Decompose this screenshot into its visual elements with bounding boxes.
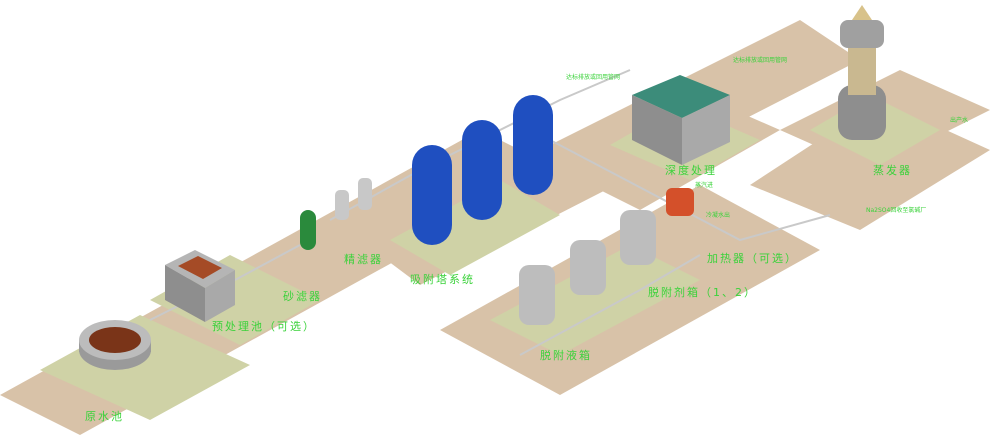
label-desorbent-tanks: 脱附剂箱（1、2） bbox=[648, 286, 757, 299]
label-top-note-2: 达标排放或回用管网 bbox=[733, 57, 788, 64]
concentrate-box bbox=[632, 75, 730, 165]
fine-filters bbox=[335, 178, 372, 220]
label-top-note-1: 达标排放或回用管网 bbox=[566, 74, 621, 81]
label-cond-water: 冷凝水出 bbox=[706, 212, 731, 219]
label-pretreat-pool: 预处理池（可选） bbox=[212, 320, 316, 333]
pretreat-pool bbox=[165, 250, 235, 322]
pipes bbox=[149, 69, 831, 356]
heater bbox=[666, 188, 694, 216]
label-concentrate-treat: 深度处理 bbox=[665, 164, 717, 177]
evaporator bbox=[838, 5, 886, 140]
tanks bbox=[519, 210, 656, 325]
label-raw-pool: 原水池 bbox=[85, 410, 124, 423]
label-adsorber-system: 吸附塔系统 bbox=[410, 273, 475, 286]
label-steam-in: 蒸汽进 bbox=[695, 182, 714, 189]
label-heater: 加热器（可选） bbox=[707, 252, 798, 265]
raw-pool bbox=[79, 320, 151, 370]
sand-filter bbox=[300, 210, 316, 250]
label-evaporator: 蒸发器 bbox=[873, 164, 912, 177]
label-desorbed-liquid-tank: 脱附液箱 bbox=[540, 349, 592, 362]
label-bottom-right-note: Na2SO4回收至氯碱厂 bbox=[866, 207, 927, 214]
label-fine-filter: 精滤器 bbox=[344, 253, 383, 266]
label-product-out: 出产水 bbox=[950, 117, 969, 124]
label-sand-filter: 砂滤器 bbox=[283, 290, 322, 303]
adsorber-towers bbox=[412, 95, 553, 245]
